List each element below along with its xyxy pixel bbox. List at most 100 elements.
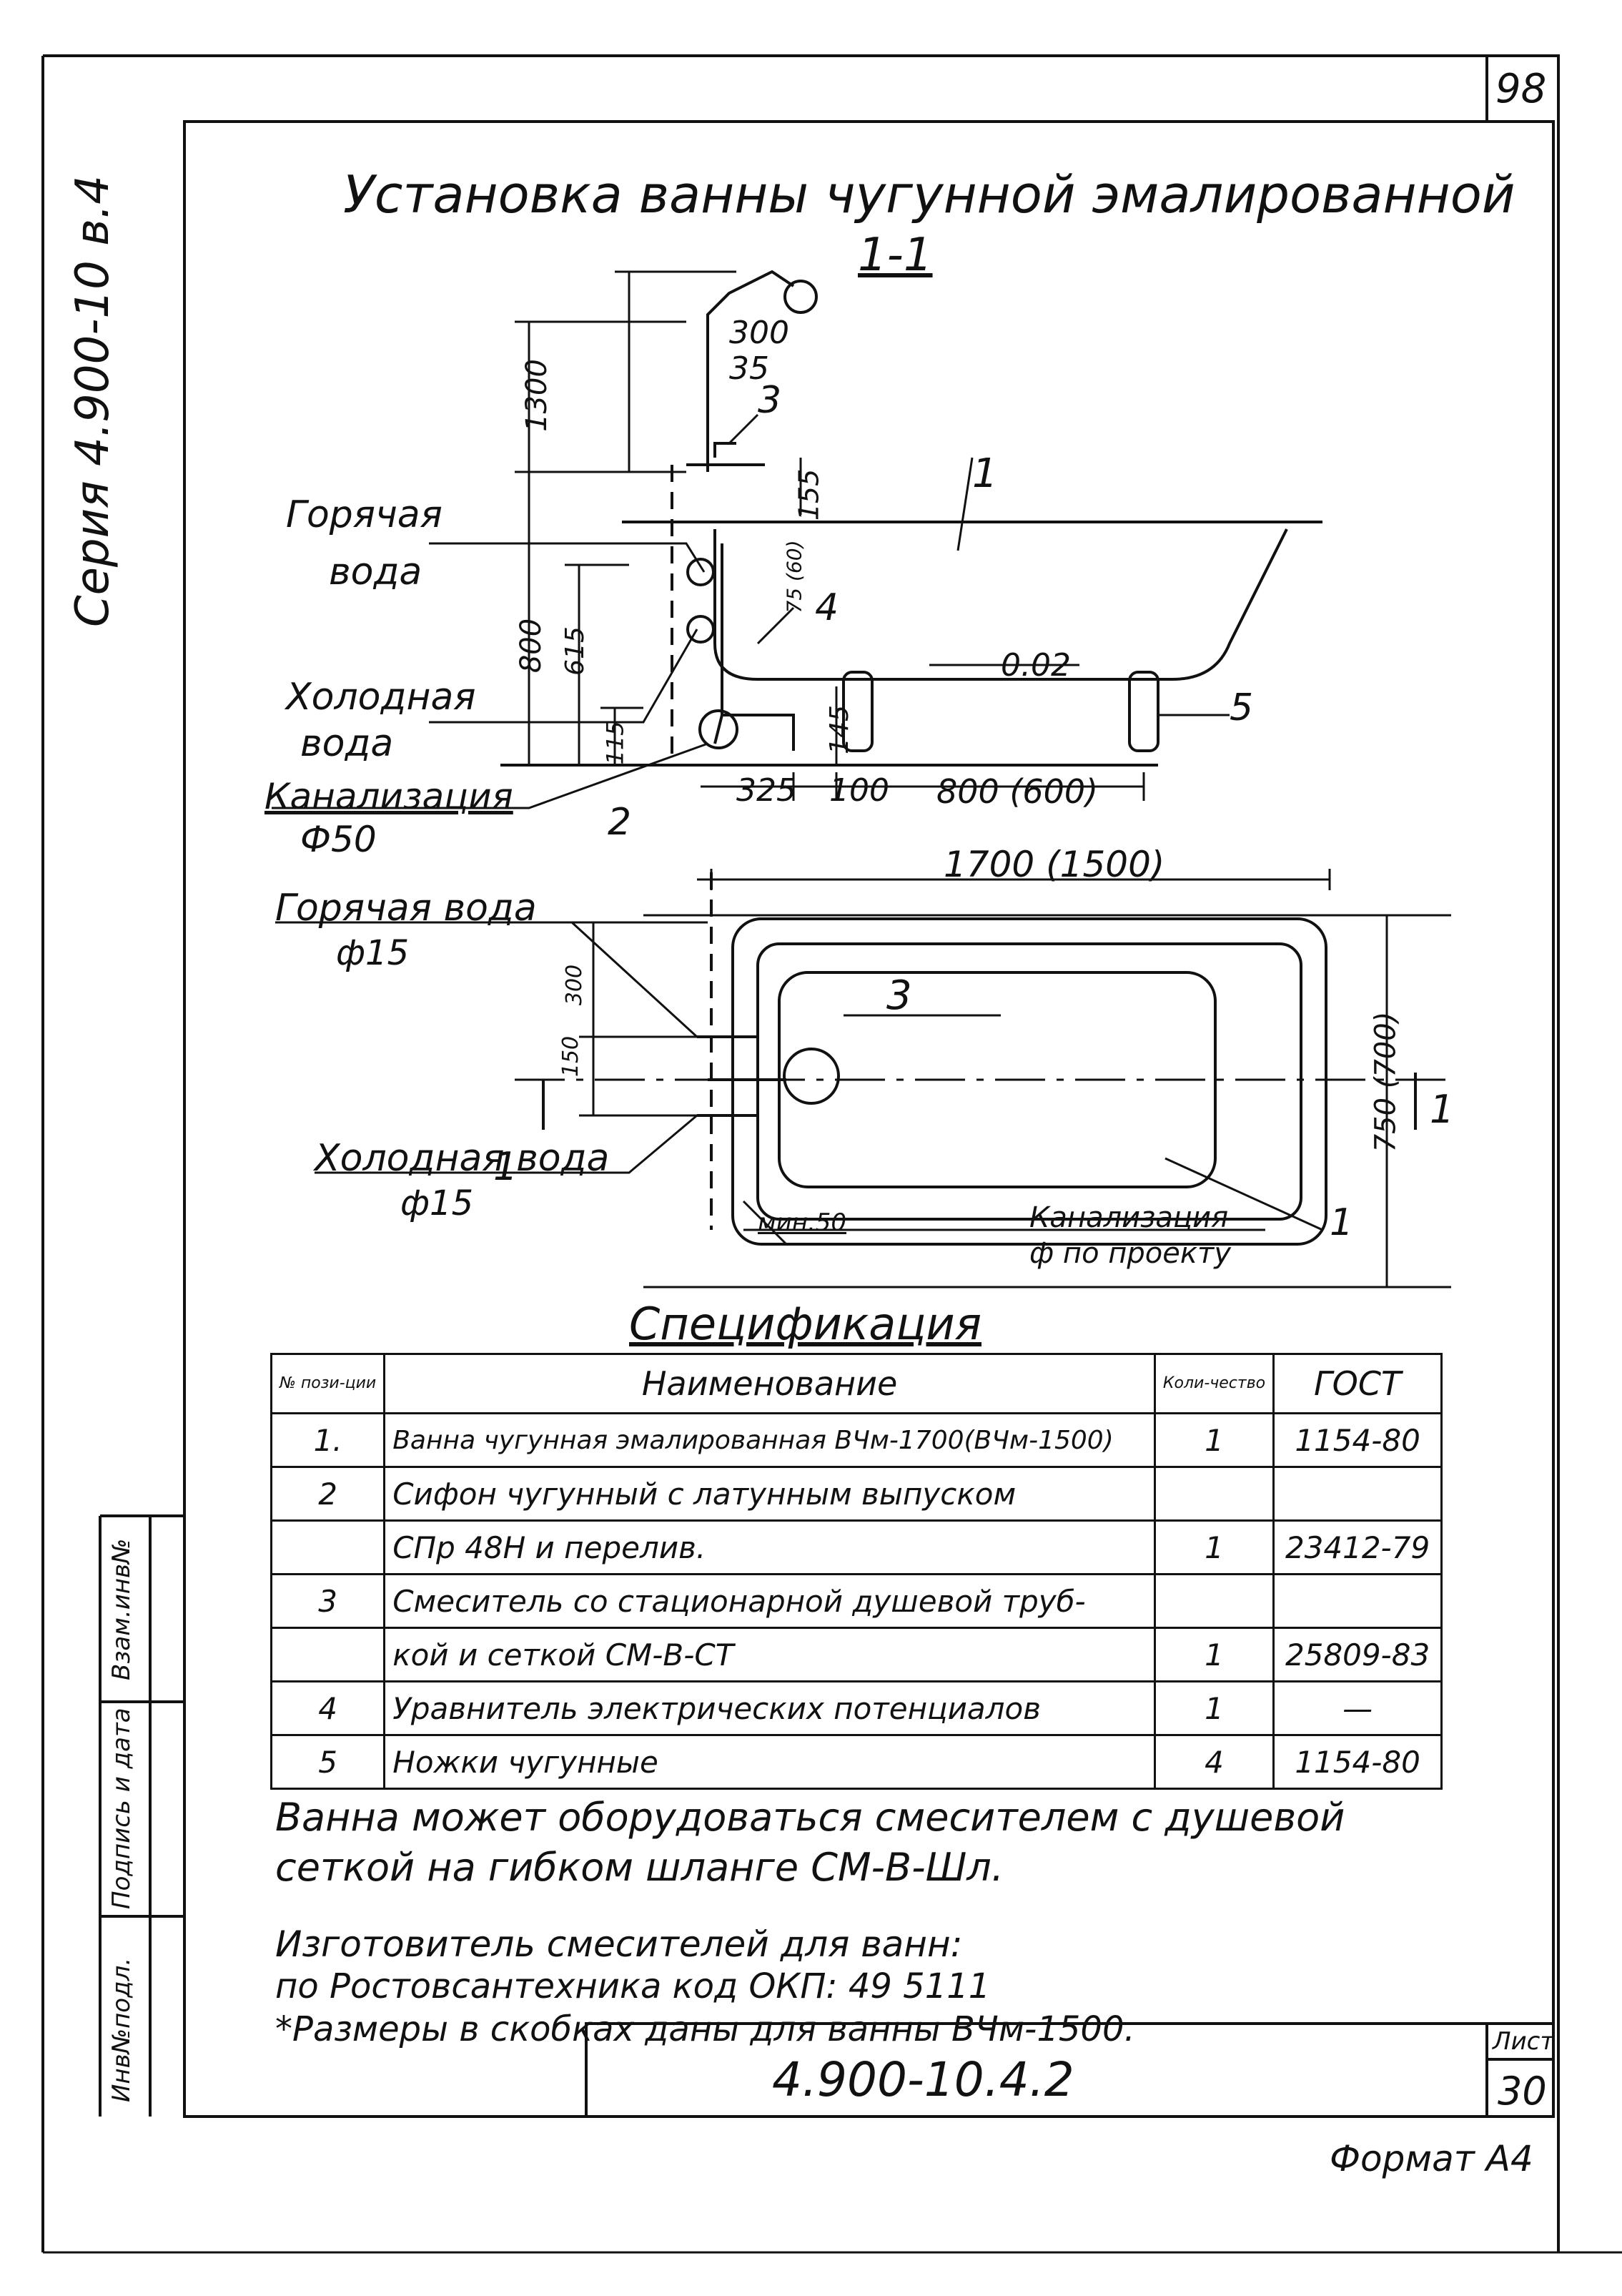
spec-heading: Спецификация xyxy=(629,1298,982,1350)
drain-circle xyxy=(783,1048,840,1105)
spec-gost xyxy=(1272,1573,1443,1629)
callout-4: 4 xyxy=(815,586,839,629)
sheet-number: 30 xyxy=(1498,2069,1547,2114)
plan-min50: мин.50 xyxy=(758,1208,847,1237)
stamp-podp-data: Подпись и дата xyxy=(107,1708,136,1909)
spec-qty: 1 xyxy=(1153,1627,1275,1682)
page-title: Установка ванны чугунной эмалированной xyxy=(343,164,1515,225)
sheet-label: Лист xyxy=(1493,2027,1555,2056)
spec-header-gost: ГОСТ xyxy=(1272,1353,1443,1414)
leader-1-plan xyxy=(1164,1157,1323,1231)
bath-outline-outer xyxy=(731,917,1327,1246)
spec-qty xyxy=(1153,1466,1275,1522)
spec-pos: 4 xyxy=(269,1680,386,1736)
note-line-2: сеткой на гибком шланге СМ-В-Шл. xyxy=(275,1845,1004,1890)
table-row: 4 Уравнитель электрических потенциалов 1… xyxy=(269,1680,1443,1736)
leader-cold-plan xyxy=(315,1114,698,1174)
section-title: 1-1 xyxy=(858,229,933,282)
dim-155-label: 155 xyxy=(793,468,825,521)
leg-left xyxy=(842,671,874,752)
spec-name: СПр 48Н и перелив. xyxy=(383,1519,1156,1575)
plan-hot-water-2: ф15 xyxy=(336,933,410,973)
spec-name: Ванна чугунная эмалированная ВЧм-1700(ВЧ… xyxy=(383,1412,1156,1468)
dim-35-label: 35 xyxy=(729,350,769,387)
outer-border xyxy=(41,54,1560,2252)
spec-header-row: № пози-ции Наименование Коли-чество ГОСТ xyxy=(269,1353,1443,1414)
table-row: 1. Ванна чугунная эмалированная ВЧм-1700… xyxy=(269,1412,1443,1468)
section-view xyxy=(272,270,1322,809)
spec-gost: 25809-83 xyxy=(1272,1627,1443,1682)
section-mark-right: 1 xyxy=(1430,1087,1455,1132)
dim-115-label: 115 xyxy=(601,721,629,765)
label-cold-water-2: вода xyxy=(300,722,394,765)
note-line-1: Ванна может оборудоваться смесителем с д… xyxy=(275,1795,1345,1840)
cold-water-valve xyxy=(686,615,715,644)
note-line-5: *Размеры в скобках даны для ванны ВЧм-15… xyxy=(275,2009,1135,2049)
plan-length-label: 1700 (1500) xyxy=(944,844,1165,885)
spec-qty: 4 xyxy=(1153,1734,1275,1790)
siphon-pipe xyxy=(713,543,795,751)
doc-code: 4.900-10.4.2 xyxy=(772,2052,1074,2107)
spec-qty: 1 xyxy=(1153,1519,1275,1575)
corner-number: 98 xyxy=(1495,66,1547,112)
dim-615-label: 615 xyxy=(560,626,590,676)
leader-4 xyxy=(756,606,795,645)
plan-sewer-1: Канализация xyxy=(1029,1201,1229,1234)
leader-sewer xyxy=(272,742,708,809)
inner-frame xyxy=(183,120,1555,2118)
title-block-lines xyxy=(585,2022,1553,2117)
slope-label: 0.02 xyxy=(1001,647,1071,684)
spec-table: № пози-ции Наименование Коли-чество ГОСТ… xyxy=(269,1353,1443,1790)
plan-dim-300: 300 xyxy=(562,964,588,1006)
spec-qty: 1 xyxy=(1153,1680,1275,1736)
leader-1 xyxy=(956,457,974,551)
bath-outline-middle xyxy=(756,942,1302,1221)
dim-145-label: 145 xyxy=(824,705,854,754)
callout-3: 3 xyxy=(758,379,782,422)
spec-header-pos: № пози-ции xyxy=(269,1353,386,1414)
spec-name: Сифон чугунный с латунным выпуском xyxy=(383,1466,1156,1522)
plan-dim-150: 150 xyxy=(558,1035,584,1078)
hot-water-valve xyxy=(686,558,715,586)
dim-75-label: 75 (60) xyxy=(782,540,806,614)
dim-800-label: 800 xyxy=(515,618,548,674)
dim-300-150 xyxy=(565,921,708,1117)
leader-3 xyxy=(728,413,759,445)
dim-800-600-label: 800 (600) xyxy=(936,772,1099,811)
table-row: СПр 48Н и перелив. 1 23412-79 xyxy=(269,1519,1443,1575)
stamp-inv-podl: Инв№подл. xyxy=(107,1957,136,2102)
format-label: Формат А4 xyxy=(1330,2138,1533,2179)
note-line-4: по Ростовсантехника код ОКП: 49 5111 xyxy=(275,1966,991,2006)
spec-pos: 5 xyxy=(269,1734,386,1790)
dim-min50-line xyxy=(742,1200,788,1246)
section-mark-left: 1 xyxy=(493,1144,518,1189)
spec-pos: 2 xyxy=(269,1466,386,1522)
spec-gost: 1154-80 xyxy=(1272,1734,1443,1790)
label-hot-water-1: Горячая xyxy=(286,493,442,536)
spec-gost xyxy=(1272,1466,1443,1522)
spec-name: Уравнитель электрических потенциалов xyxy=(383,1680,1156,1736)
label-cold-water-1: Холодная xyxy=(286,676,476,719)
callout-2: 2 xyxy=(608,801,632,844)
spec-qty: 1 xyxy=(1153,1412,1275,1468)
table-row: 3 Смеситель со стационарной душевой труб… xyxy=(269,1573,1443,1629)
series-vertical: Серия 4.900-10 в.4 xyxy=(66,175,119,627)
bath-body xyxy=(713,528,1288,681)
spec-header-qty: Коли-чество xyxy=(1153,1353,1275,1414)
dim-length xyxy=(697,869,1331,890)
plan-width-label: 750 (700) xyxy=(1369,1011,1403,1153)
table-row: кой и сеткой СМ-В-СТ 1 25809-83 xyxy=(269,1627,1443,1682)
plan-callout-1: 1 xyxy=(1330,1201,1354,1244)
callout-1: 1 xyxy=(972,450,998,497)
spec-gost: 1154-80 xyxy=(1272,1412,1443,1468)
note-line-3: Изготовитель смесителей для ванн: xyxy=(275,1923,963,1965)
dim-615 xyxy=(565,563,629,765)
spec-qty xyxy=(1153,1573,1275,1629)
dim-100-label: 100 xyxy=(829,772,889,809)
dim-1300-label: 1300 xyxy=(520,359,553,432)
dim-300-line xyxy=(615,270,736,472)
spec-pos: 3 xyxy=(269,1573,386,1629)
plan-cold-water-2: ф15 xyxy=(400,1183,474,1223)
plan-view xyxy=(275,869,1451,1289)
spec-name: Смеситель со стационарной душевой труб- xyxy=(383,1573,1156,1629)
